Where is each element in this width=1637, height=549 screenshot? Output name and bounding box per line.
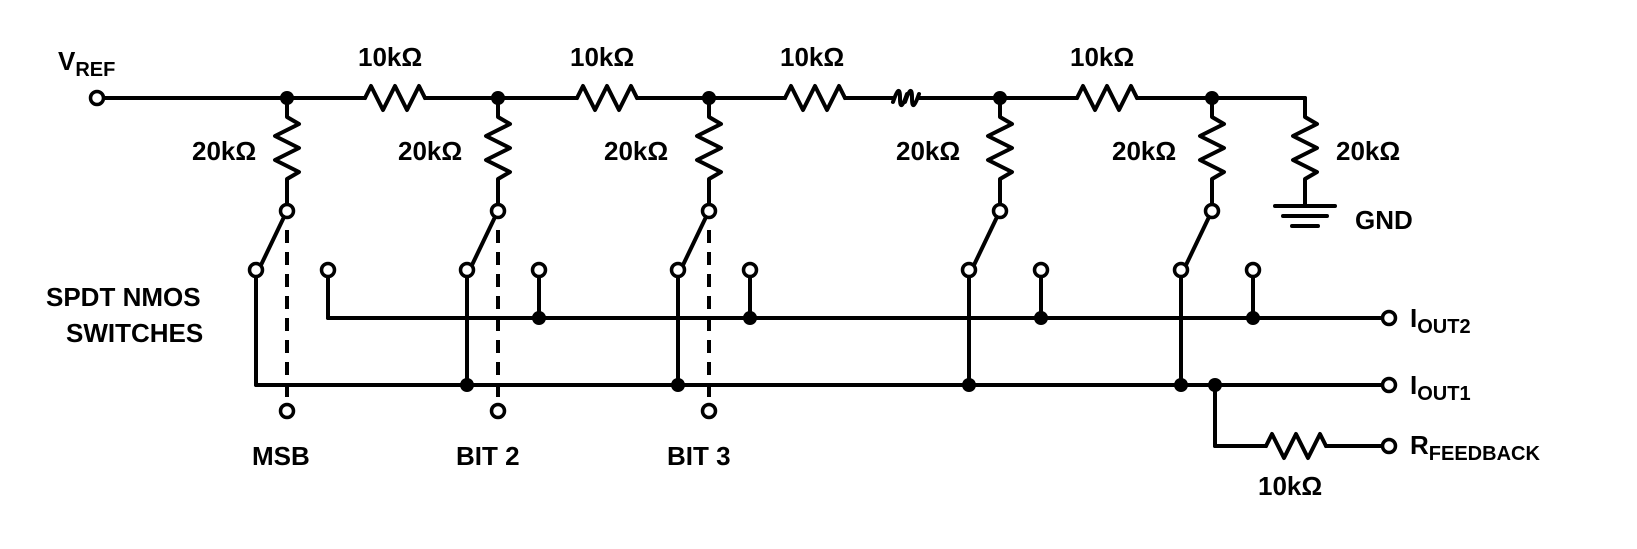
iout2-label: IOUT2 (1410, 303, 1471, 338)
feedback-resistor (1264, 432, 1328, 460)
series-resistor-label: 10kΩ (780, 42, 844, 72)
feedback-path (1213, 383, 1398, 460)
shunt-resistor-label: 20kΩ (604, 136, 668, 166)
switches-label-line1: SPDT NMOS (46, 282, 201, 312)
series-resistor-label: 10kΩ (358, 42, 422, 72)
iout2-bus (326, 275, 1398, 327)
ground-icon (1273, 204, 1337, 228)
shunt-resistors (273, 96, 1319, 207)
spdt-switch-msb (247, 202, 337, 420)
shunt-resistor-label: 20kΩ (896, 136, 960, 166)
shunt-resistor-1 (273, 96, 301, 207)
series-resistor-1 (363, 84, 427, 112)
shunt-resistor-6 (1210, 96, 1319, 206)
series-resistor-4 (1075, 84, 1139, 112)
spdt-switch-4 (960, 202, 1050, 279)
series-resistor-label: 10kΩ (1070, 42, 1134, 72)
bit-label-bit2: BIT 2 (456, 441, 520, 471)
spdt-switches (247, 202, 1262, 420)
iout2-terminal (1380, 309, 1398, 327)
spdt-switch-5 (1172, 202, 1262, 279)
shunt-resistor-2 (484, 96, 512, 207)
shunt-resistor-3 (695, 96, 723, 207)
bit-label-bit3: BIT 3 (667, 441, 731, 471)
feedback-resistor-label: 10kΩ (1258, 471, 1322, 501)
vref-label: VREF (58, 46, 115, 81)
rfeedback-terminal (1380, 437, 1398, 455)
series-resistor-3 (783, 84, 847, 112)
switches-label-line2: SWITCHES (66, 318, 203, 348)
vref-rail (88, 84, 1307, 112)
gnd-label: GND (1355, 205, 1413, 235)
shunt-resistor-5 (1198, 96, 1226, 207)
shunt-resistor-label: 20kΩ (1336, 136, 1400, 166)
shunt-resistor-label: 20kΩ (1112, 136, 1176, 166)
spdt-switch-bit3 (669, 202, 759, 420)
iout1-label: IOUT1 (1410, 370, 1471, 405)
series-resistor-2 (575, 84, 639, 112)
shunt-resistor-label: 20kΩ (192, 136, 256, 166)
vref-terminal (88, 89, 106, 107)
series-resistor-label: 10kΩ (570, 42, 634, 72)
bit-label-msb: MSB (252, 441, 310, 471)
shunt-resistor-label: 20kΩ (398, 136, 462, 166)
iout1-bus (254, 275, 1398, 394)
iout1-terminal (1380, 376, 1398, 394)
rfeedback-label: RFEEDBACK (1410, 430, 1540, 465)
shunt-resistor-4 (986, 96, 1014, 207)
